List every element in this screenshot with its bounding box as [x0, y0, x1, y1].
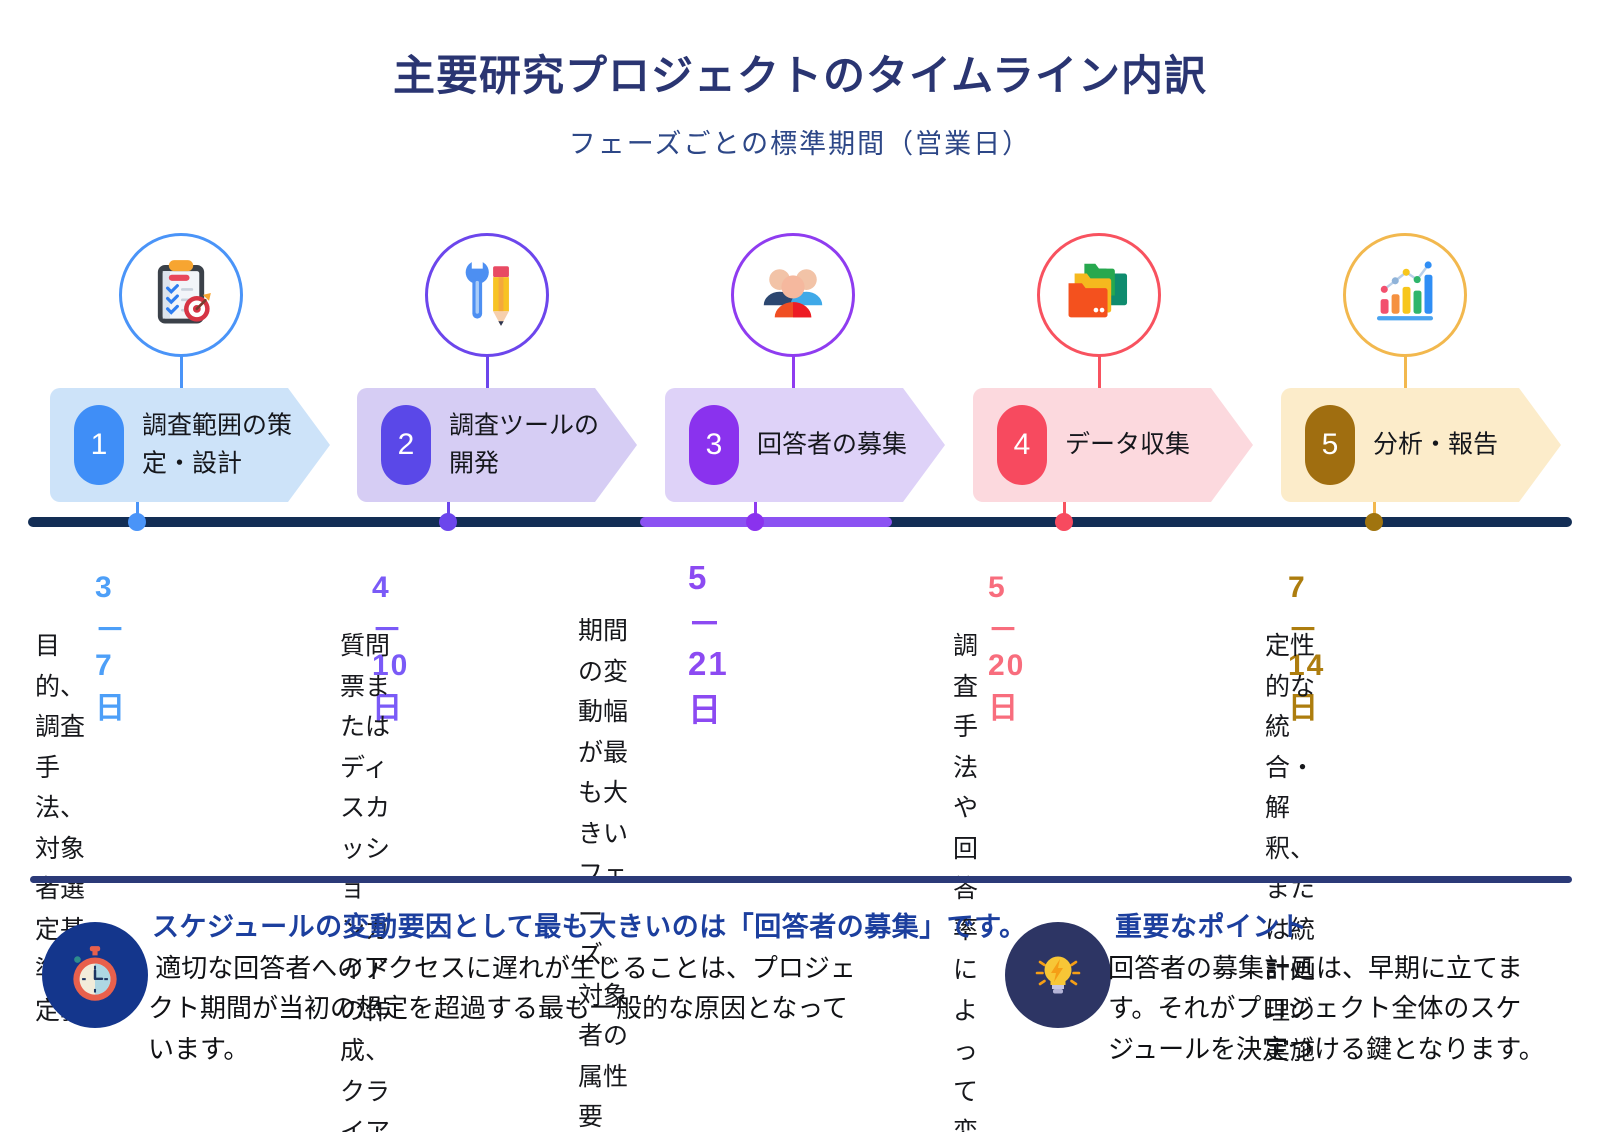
phase-4-icon-circle	[1037, 233, 1161, 357]
phase-5-number-badge: 5	[1305, 405, 1355, 485]
phase-4-timeline-dot	[1055, 513, 1073, 531]
phase-1-title: 調査範囲の策 定・設計	[142, 411, 293, 478]
phase-1-timeline-dot	[128, 513, 146, 531]
phase-3-duration: 5－21日	[688, 559, 729, 728]
phase-1-number-badge: 1	[74, 405, 124, 485]
phase-5-title: 分析・報告	[1373, 430, 1499, 459]
clipboard-target-icon	[142, 254, 220, 337]
phase-3-number-badge: 3	[689, 405, 739, 485]
phase-4-description: 調査手法や回答 率によって変動	[953, 632, 979, 1132]
note-right-body: 回答者の募集計画は、早期に立てま す。それがプロジェクト全体のスケ ジュールを決…	[1108, 953, 1545, 1064]
phase-2-connector-bottom	[446, 502, 450, 522]
stopwatch-icon	[42, 922, 148, 1028]
folders-icon	[1060, 254, 1138, 337]
phase-5-icon-circle	[1343, 233, 1467, 357]
people-group-icon	[754, 254, 832, 337]
note-right-heading: 重要なポイント	[1115, 912, 1308, 942]
phase-5-connector-top	[1403, 356, 1407, 388]
page-subtitle: フェーズごとの標準期間（営業日）	[568, 129, 1032, 159]
phase-2-icon-circle	[425, 233, 549, 357]
phase-4-number-badge: 4	[997, 405, 1047, 485]
note-left-heading: スケジュールの変動要因として最も大きいのは「回答者の募集」です。	[152, 912, 1027, 942]
phase-2-title: 調査ツールの 開発	[449, 411, 600, 478]
phase-3-description: 期間の変動幅が最も大きい フェーズ。対象者の属性要 件の複雑さや、条件に合致 す…	[578, 617, 629, 1131]
phase-2-timeline-dot	[439, 513, 457, 531]
phase-5-duration: 7－14日	[1288, 571, 1326, 725]
phase-2-number-badge: 2	[381, 405, 431, 485]
phase-2-arrow: 2 調査ツールの 開発	[357, 388, 637, 502]
phase-3-arrow: 3 回答者の募集	[665, 388, 945, 502]
phase-5-timeline-dot	[1365, 513, 1383, 531]
section-divider	[30, 876, 1572, 883]
phase-4-title: データ収集	[1065, 430, 1191, 459]
wrench-pencil-icon	[448, 254, 526, 337]
note-left-body: 適切な回答者へのアクセスに遅れが生じることは、プロジェ クト期間が当初の想定を超…	[148, 953, 856, 1064]
phase-1-connector-bottom	[135, 502, 139, 522]
phase-4-duration: 5－20日	[988, 571, 1026, 725]
phase-3-title: 回答者の募集	[757, 430, 908, 459]
phase-1-duration: 3－7日	[95, 571, 127, 725]
phase-2-connector-top	[485, 356, 489, 388]
page-title: 主要研究プロジェクトのタイムライン内訳	[392, 52, 1208, 99]
phase-4-connector-bottom	[1062, 502, 1066, 522]
phase-3-icon-circle	[731, 233, 855, 357]
phase-3-connector-bottom	[753, 502, 757, 522]
phase-4-connector-top	[1097, 356, 1101, 388]
phase-1-arrow: 1 調査範囲の策 定・設計	[50, 388, 330, 502]
phase-2-duration: 4－10日	[372, 571, 410, 725]
phase-4-arrow: 4 データ収集	[973, 388, 1253, 502]
bar-chart-icon	[1366, 254, 1444, 337]
phase-5-connector-bottom	[1372, 502, 1376, 522]
phase-3-timeline-dot	[746, 513, 764, 531]
phase-5-arrow: 5 分析・報告	[1281, 388, 1561, 502]
phase-1-connector-top	[179, 356, 183, 388]
phase-1-icon-circle	[119, 233, 243, 357]
phase-3-connector-top	[791, 356, 795, 388]
timeline-highlight-segment	[640, 517, 892, 527]
lightbulb-icon	[1005, 922, 1111, 1028]
